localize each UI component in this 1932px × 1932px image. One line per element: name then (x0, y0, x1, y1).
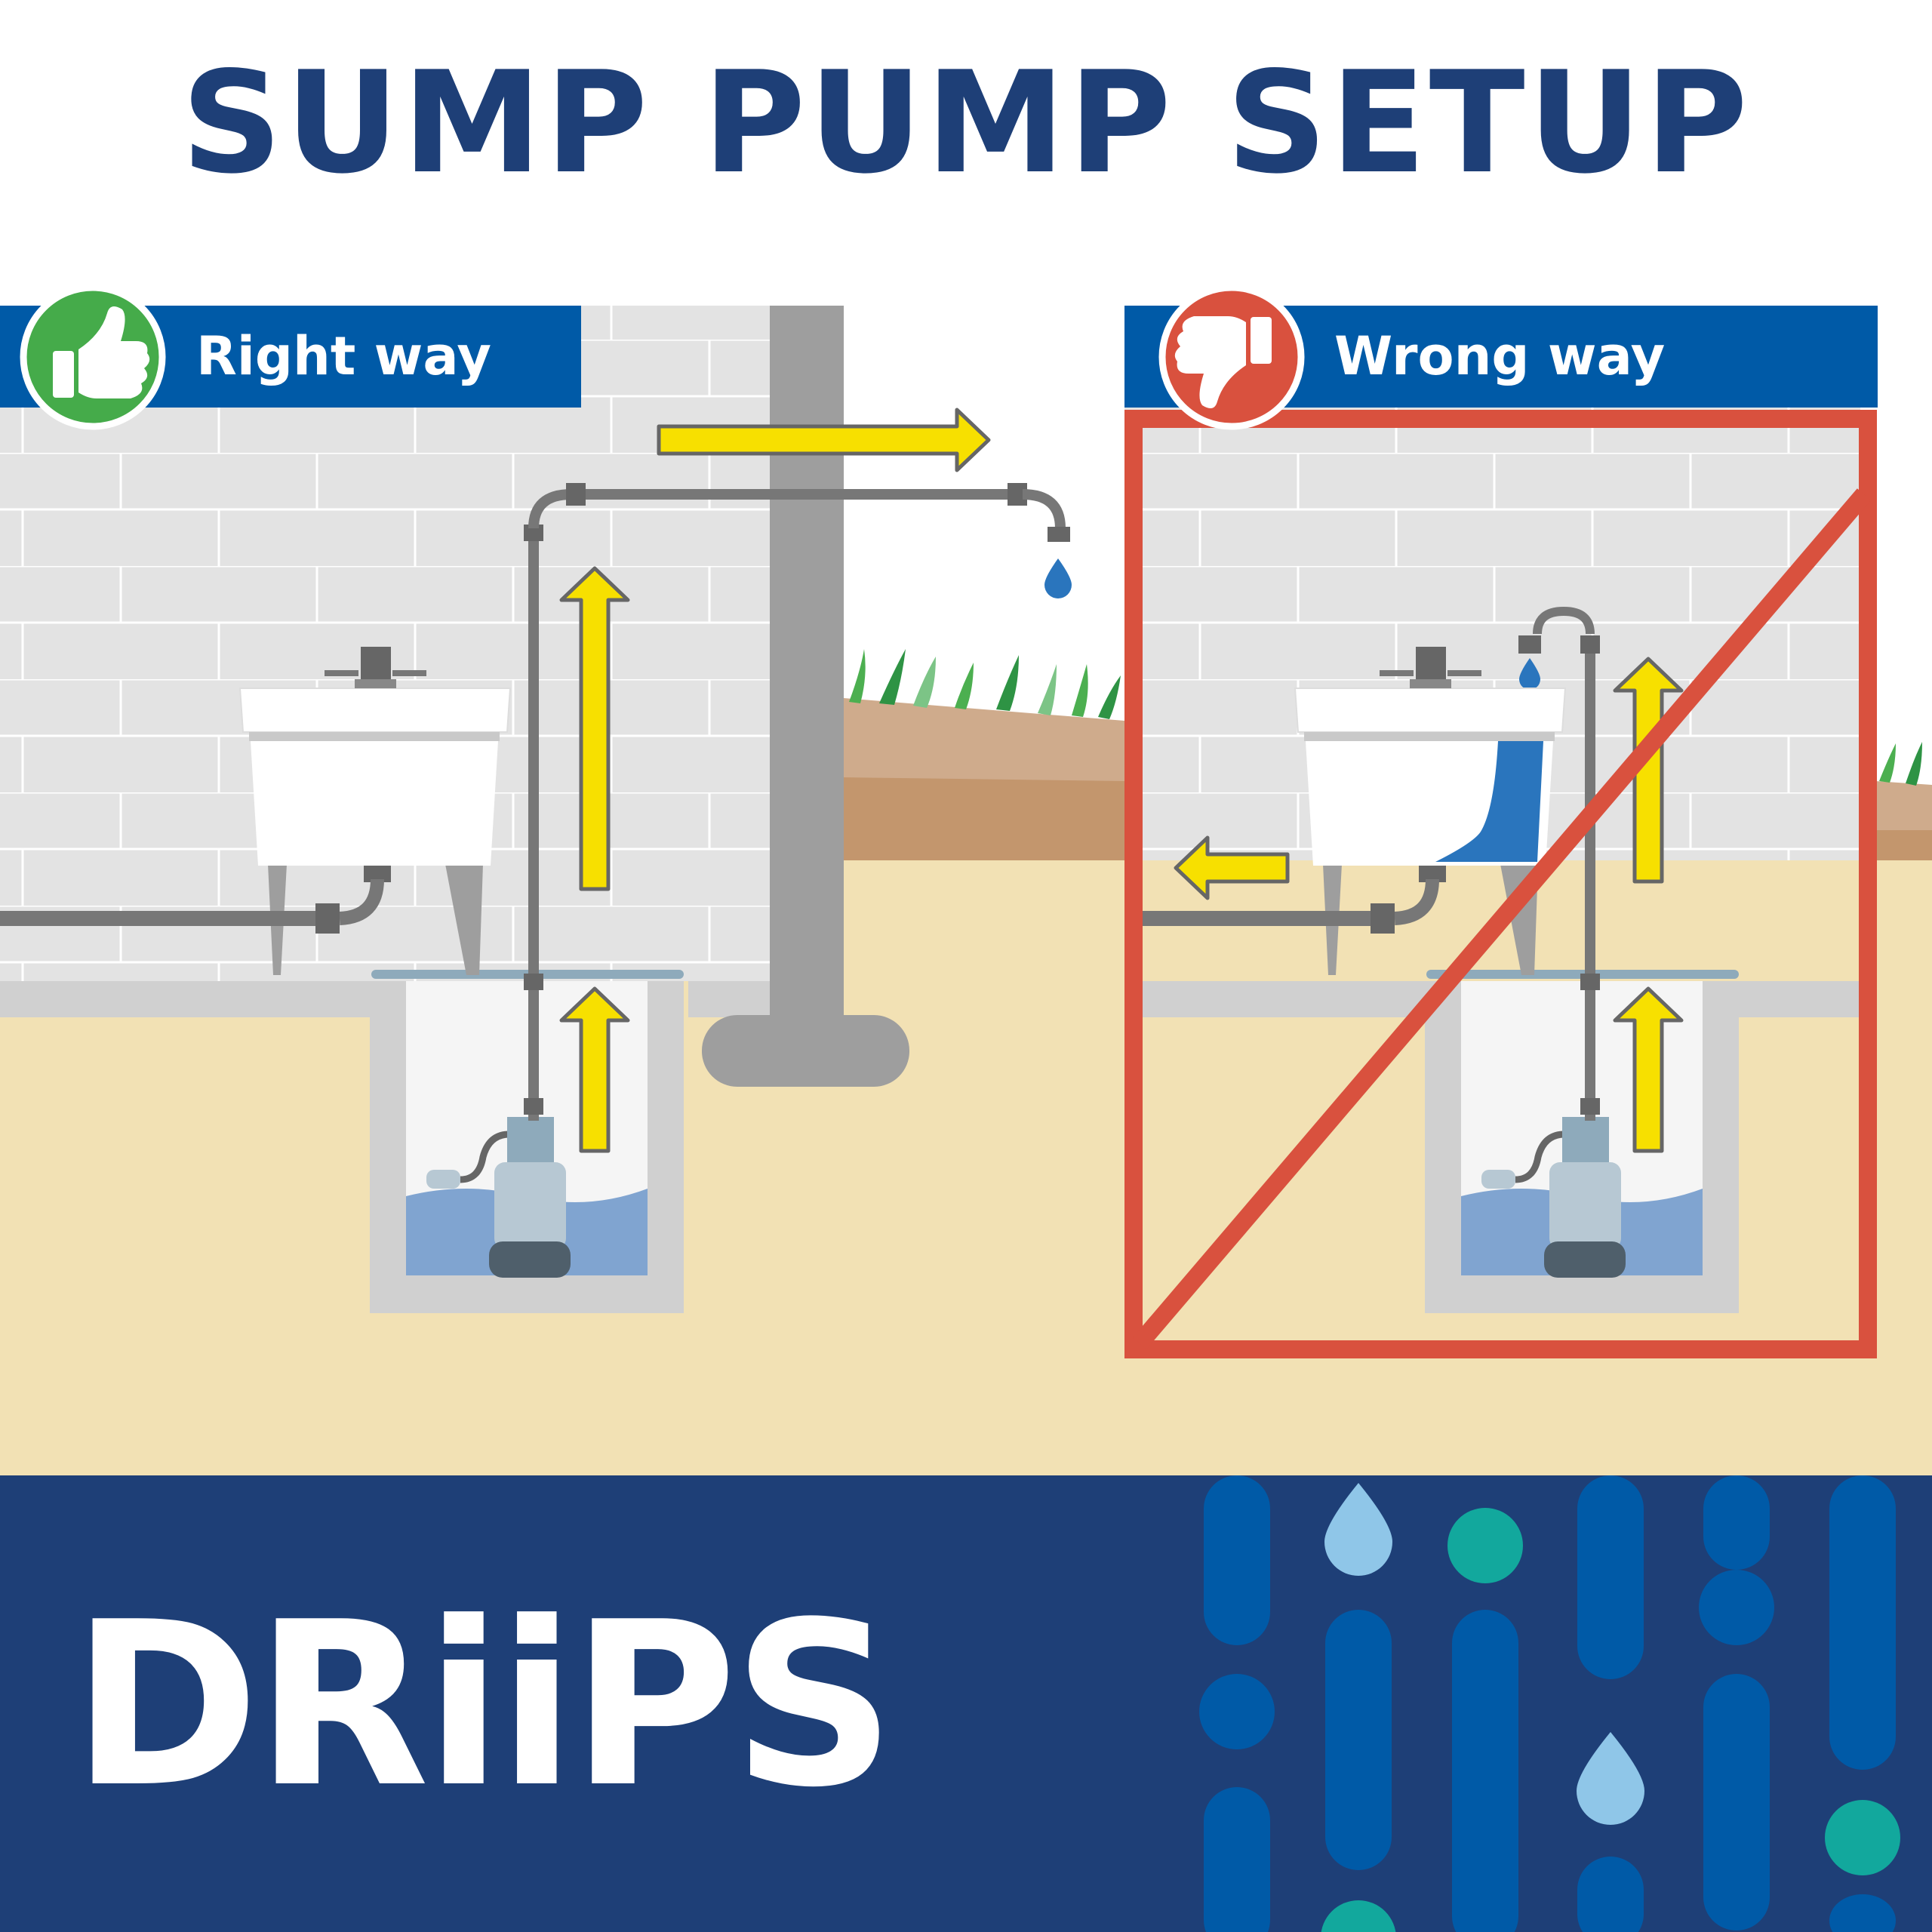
outdoor-ground-right-lower (1875, 830, 1932, 860)
rain-pattern (1199, 1475, 1900, 1932)
laundry-sink (238, 647, 512, 975)
water-drop-icon (1044, 558, 1072, 598)
sump-pump-top (1562, 1117, 1609, 1162)
pipe-joint (1580, 635, 1600, 654)
float-switch (1481, 1170, 1515, 1189)
arrow-right-icon (657, 408, 991, 472)
sump-pump-top (507, 1117, 554, 1162)
drips-logo: DRiiPS (72, 1592, 896, 1819)
page-title: SUMP PUMP SETUP (181, 41, 1751, 205)
wrong-way-label: Wrong way (1334, 325, 1666, 387)
sump-pump-base (1544, 1241, 1626, 1278)
grass-icon-right (1879, 742, 1922, 786)
discharge-pipe (528, 532, 539, 1121)
brick-wall-upper (581, 306, 770, 411)
pipe-joint (566, 483, 586, 506)
discharge-pipe-horizontal (570, 489, 1019, 500)
wrong-way-strike (1132, 488, 1872, 1349)
water-drop-icon (1519, 658, 1540, 690)
pipe-joint (524, 974, 543, 990)
sump-pump-base (489, 1241, 571, 1278)
pipe-outlet (1048, 527, 1070, 542)
sump-pit (370, 981, 684, 1313)
pipe-joint (1580, 1098, 1600, 1115)
arrow-up-icon (1613, 657, 1684, 884)
drain-pipe (1124, 911, 1376, 926)
foundation-wall (770, 306, 844, 1019)
drain-trap (364, 866, 391, 882)
wrong-way-frame (1124, 410, 1877, 1358)
pipe-joint (1518, 635, 1541, 654)
floor-slab (1124, 981, 1426, 1017)
discharge-pipe (1585, 641, 1595, 1121)
drain-trap (1419, 866, 1446, 882)
drain-pipe (0, 911, 321, 926)
pipe-joint (1580, 974, 1600, 990)
floor-slab (1736, 981, 1860, 1017)
float-switch (426, 1170, 460, 1189)
floor-slab (688, 981, 770, 1017)
pipe-joint (524, 1098, 543, 1115)
pipe-joint (1371, 903, 1395, 934)
pipe-joint (315, 903, 340, 934)
foundation-footing (702, 1015, 909, 1087)
outdoor-ground-lower (844, 777, 1124, 860)
arrow-up-icon (559, 986, 630, 1153)
sump-pump (494, 1162, 566, 1249)
sump-pit (1425, 981, 1739, 1313)
sump-pump (1549, 1162, 1621, 1249)
arrow-up-icon (559, 566, 630, 891)
pipe-joint (524, 525, 543, 541)
thumbs-down-icon (1158, 284, 1305, 430)
sink-water (1435, 741, 1543, 862)
arrow-left-icon (1174, 835, 1290, 900)
floor-slab (0, 981, 404, 1017)
arrow-up-icon (1613, 986, 1684, 1153)
grass-icon (849, 649, 1121, 719)
right-way-label: Right way (196, 325, 492, 387)
thumbs-up-icon (20, 284, 166, 430)
